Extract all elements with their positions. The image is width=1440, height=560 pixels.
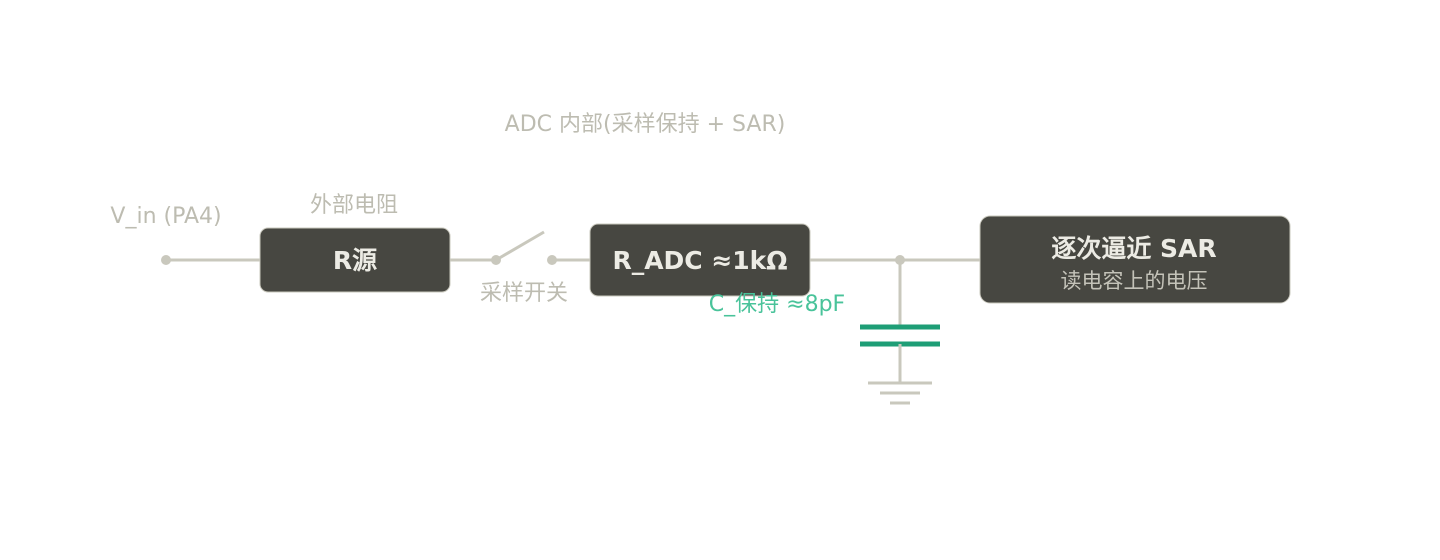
ground-icon	[868, 381, 932, 405]
external-resistor-box	[259, 227, 451, 293]
sar-block-title: 逐次逼近 SAR	[1051, 234, 1216, 263]
sampling-switch-label: 采样开关	[480, 281, 568, 306]
hold-capacitor-label: C_保持 ≈8pF	[709, 292, 845, 317]
switch-right-contact	[547, 255, 557, 265]
sar-block-subtitle: 读电容上的电压	[1061, 269, 1208, 293]
sar-block	[979, 215, 1291, 304]
external-resistor-label: R源	[333, 246, 377, 275]
external-resistor-caption: 外部电阻	[310, 193, 398, 218]
switch-blade	[495, 230, 545, 262]
adc-resistor-label: R_ADC ≈1kΩ	[612, 246, 787, 275]
input-label: V_in (PA4)	[110, 204, 221, 229]
adc-internal-section-label: ADC 内部(采样保持 + SAR)	[505, 112, 786, 137]
adc-resistor-box	[589, 223, 811, 297]
